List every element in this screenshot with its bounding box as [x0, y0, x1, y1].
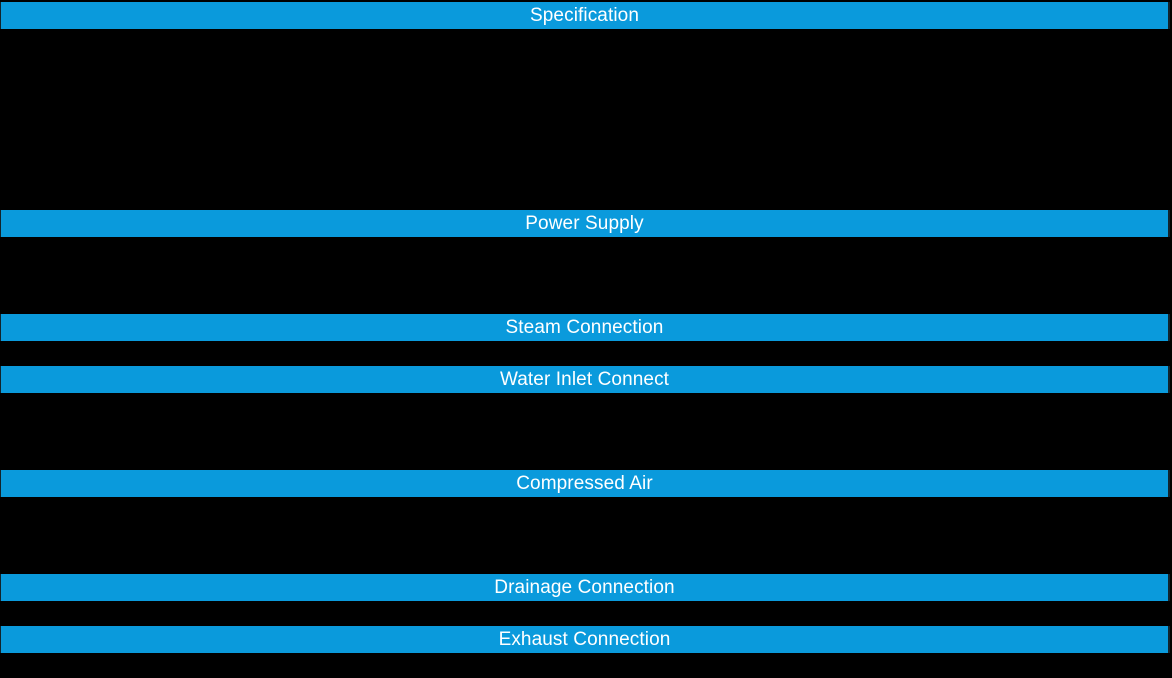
section-header-power-supply[interactable]: Power Supply [0, 210, 1170, 237]
section-header-label-drainage-connection: Drainage Connection [494, 577, 675, 598]
section-header-specification[interactable]: Specification [0, 2, 1170, 29]
section-header-water-inlet-connect[interactable]: Water Inlet Connect [0, 366, 1170, 393]
section-header-compressed-air[interactable]: Compressed Air [0, 470, 1170, 497]
section-header-drainage-connection[interactable]: Drainage Connection [0, 574, 1170, 601]
section-body-water-inlet-connect [0, 393, 1172, 470]
section-body-drainage-connection [0, 601, 1172, 626]
section-header-exhaust-connection[interactable]: Exhaust Connection [0, 626, 1170, 653]
section-body-specification [0, 29, 1172, 210]
section-body-text-specification [0, 29, 1172, 33]
section-body-text-drainage-connection [0, 601, 1172, 605]
section-header-steam-connection[interactable]: Steam Connection [0, 314, 1170, 341]
section-header-label-specification: Specification [529, 5, 640, 26]
sheet-right-edge [1170, 0, 1172, 678]
section-body-text-exhaust-connection [0, 653, 1172, 657]
section-body-exhaust-connection [0, 653, 1172, 678]
section-body-compressed-air [0, 497, 1172, 574]
section-body-text-compressed-air [0, 497, 1172, 501]
section-body-power-supply [0, 237, 1172, 314]
section-header-label-power-supply: Power Supply [525, 213, 644, 234]
section-body-text-power-supply [0, 237, 1172, 241]
section-header-label-compressed-air: Compressed Air [516, 473, 653, 494]
section-body-text-steam-connection [0, 341, 1172, 345]
section-header-label-water-inlet-connect: Water Inlet Connect [499, 369, 670, 390]
section-body-steam-connection [0, 341, 1172, 366]
section-header-label-steam-connection: Steam Connection [505, 317, 664, 338]
section-body-text-water-inlet-connect [0, 393, 1172, 397]
section-header-label-exhaust-connection: Exhaust Connection [498, 629, 671, 650]
